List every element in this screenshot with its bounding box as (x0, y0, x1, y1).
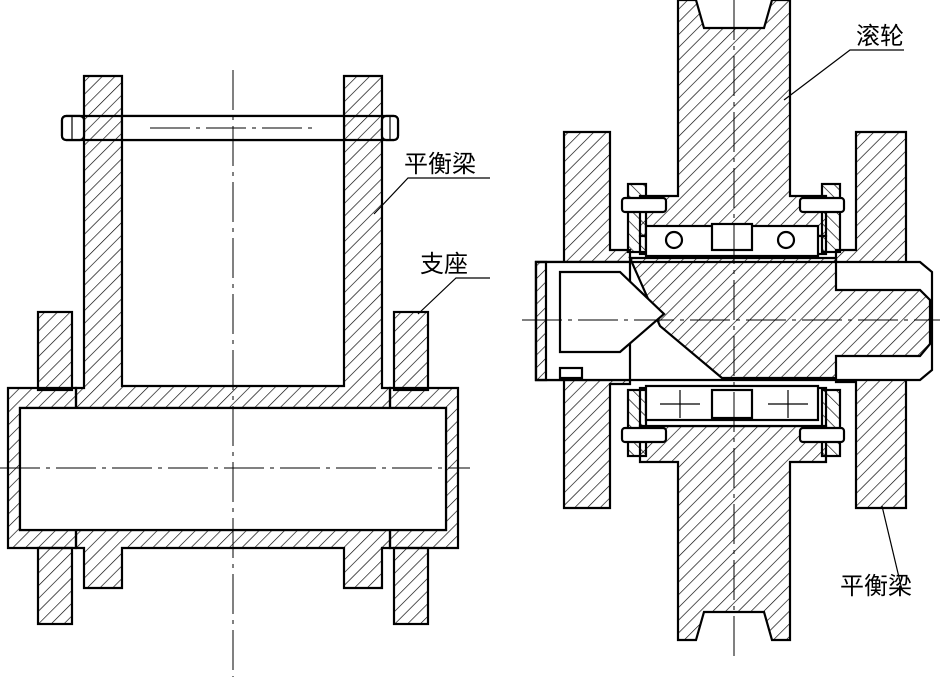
label-support-seat: 支座 (420, 250, 468, 278)
left-view (0, 70, 470, 677)
label-balance-beam-left: 平衡梁 (404, 150, 476, 178)
label-balance-beam-right: 平衡梁 (840, 572, 912, 600)
support-seat-left-side (6, 310, 78, 626)
bolts (620, 196, 846, 444)
label-roller: 滚轮 (856, 22, 904, 50)
right-view (522, 0, 940, 660)
roller-wheel (638, 0, 828, 238)
support-seat-right-side (388, 310, 460, 626)
bearing-top (644, 222, 820, 258)
bearing-bottom (644, 384, 820, 422)
